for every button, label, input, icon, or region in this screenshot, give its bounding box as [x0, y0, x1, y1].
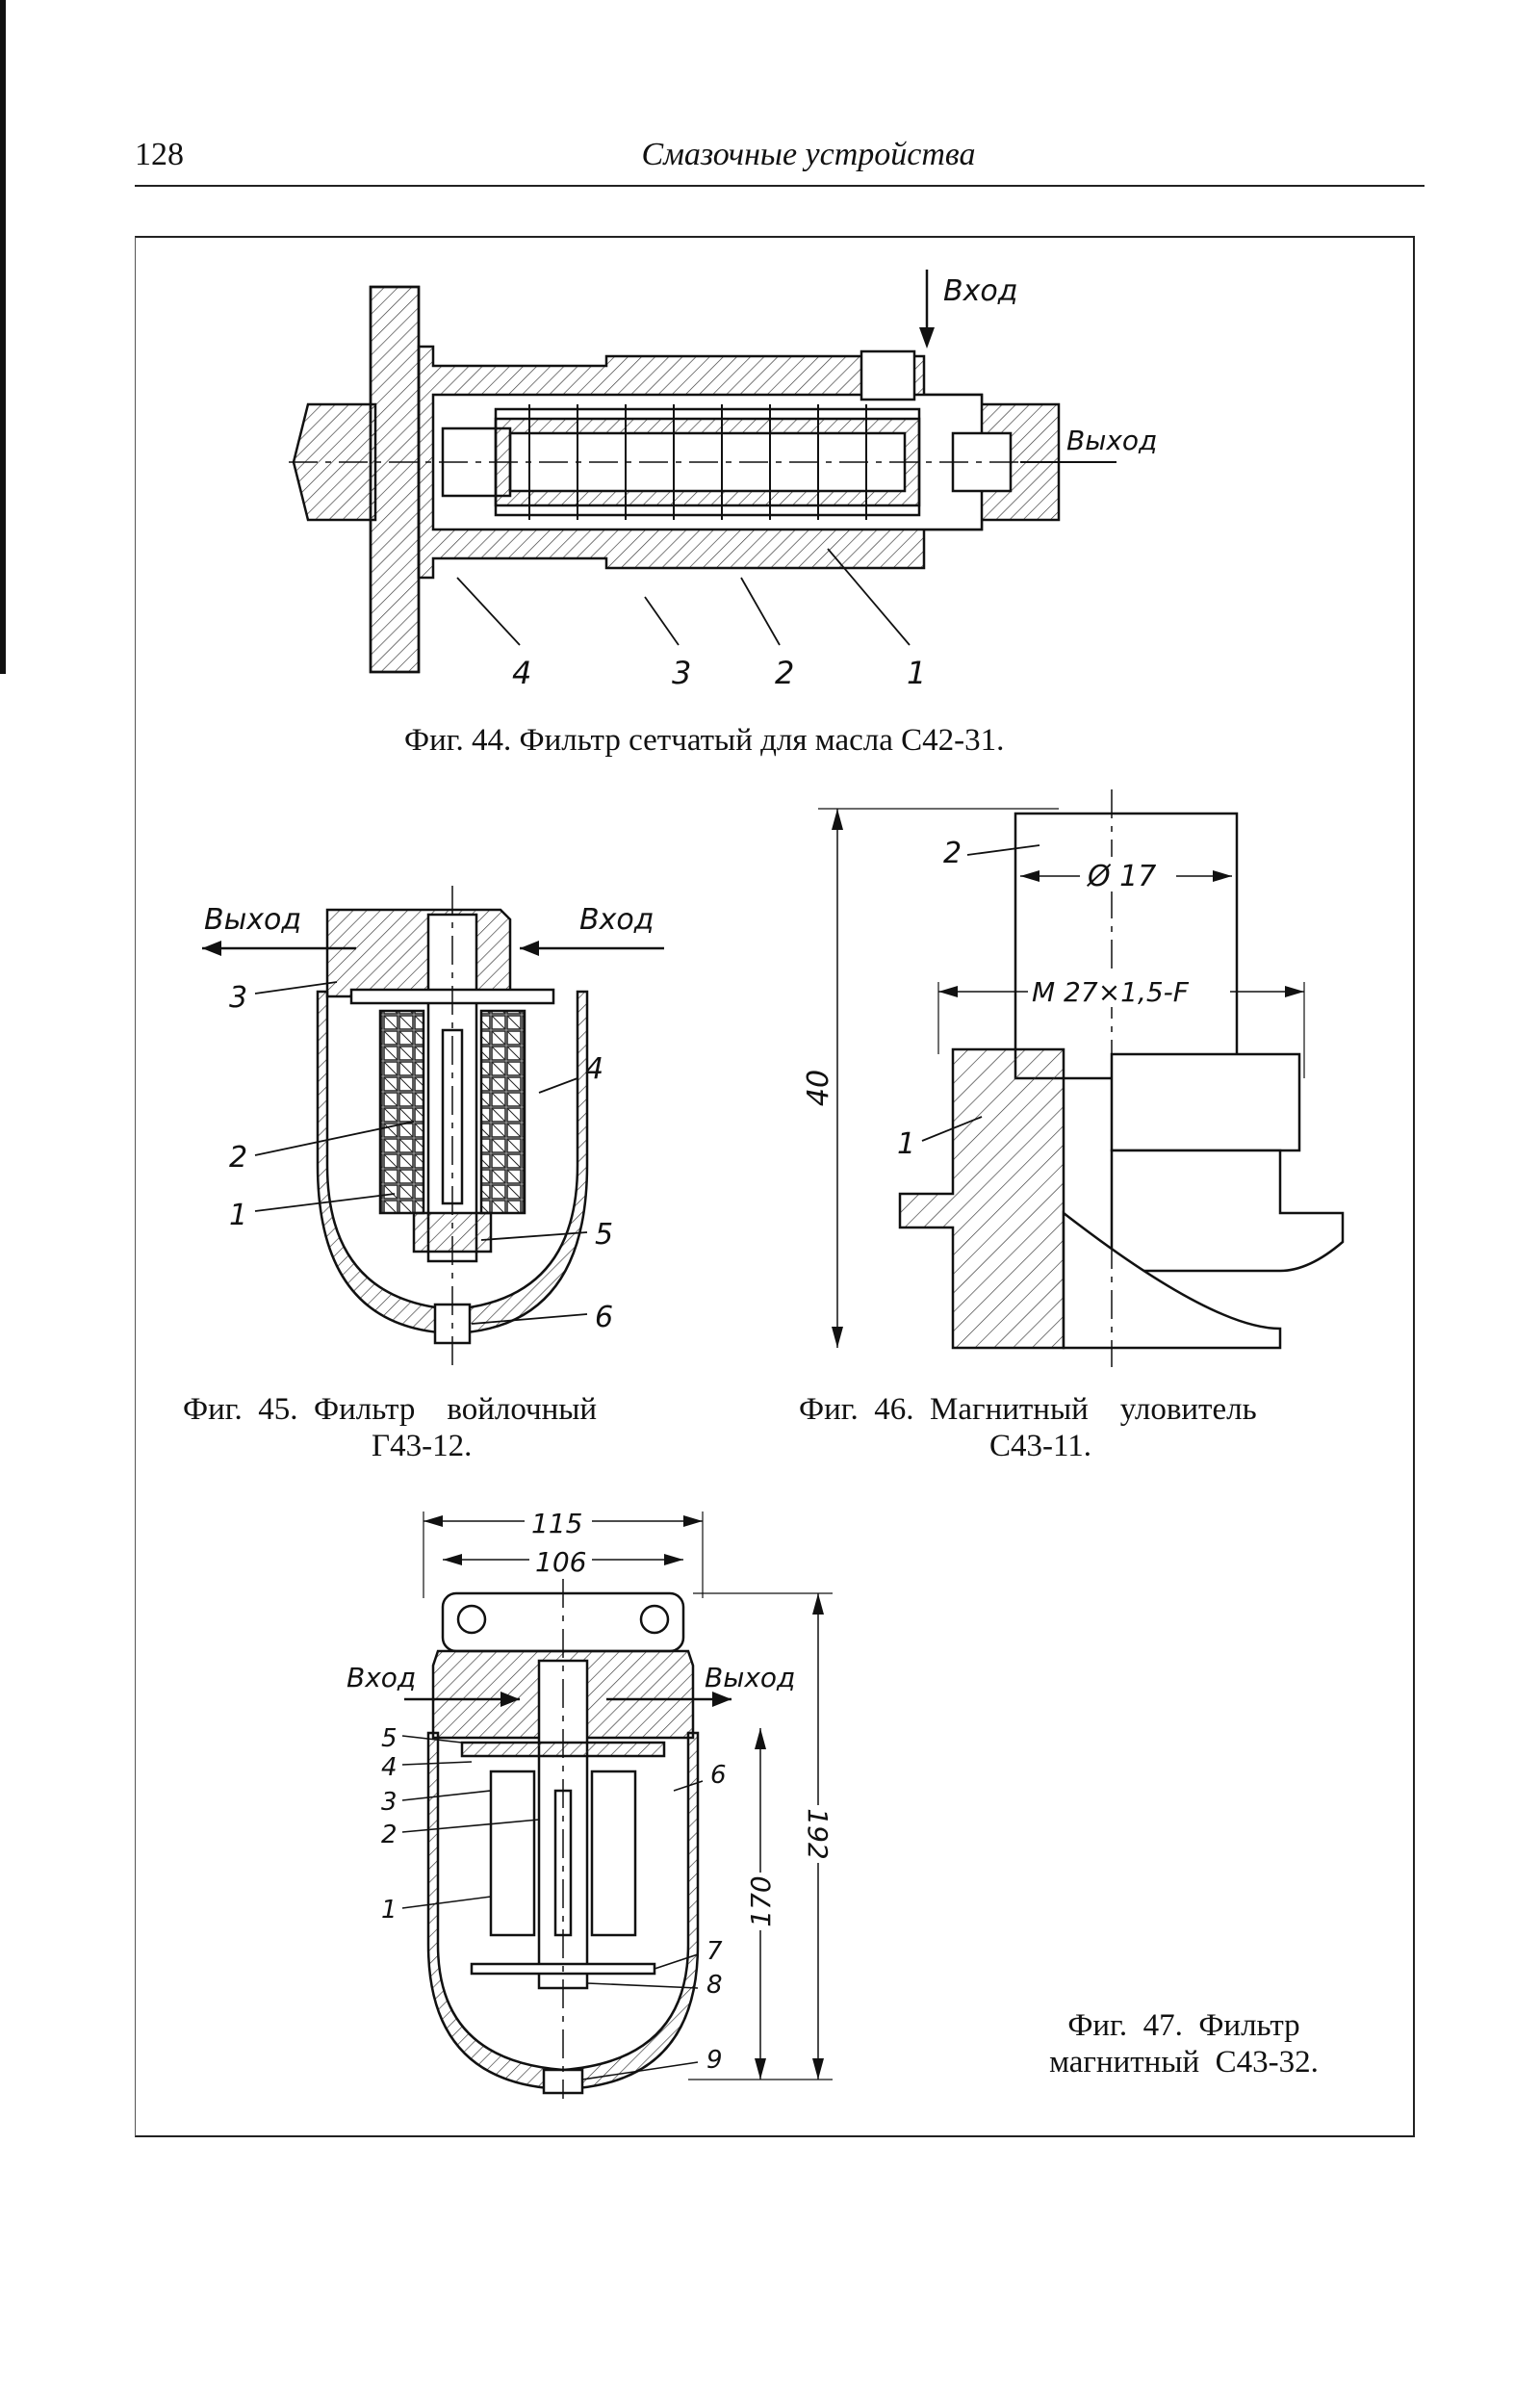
fig47-part-5: 5	[381, 1724, 398, 1753]
fig45-part-4: 4	[585, 1052, 603, 1086]
fig44-part-3: 3	[672, 655, 691, 691]
fig45-caption-line2: Г43-12.	[372, 1429, 473, 1463]
fig46-dim-height: 40	[802, 1070, 835, 1106]
fig47-part-7: 7	[706, 1937, 723, 1966]
fig47-part-4: 4	[381, 1753, 398, 1782]
fig47-part-9: 9	[706, 2046, 723, 2075]
fig46-caption-line2: С43-11.	[989, 1429, 1092, 1463]
fig44-part-2: 2	[775, 655, 794, 691]
fig45-part-1: 1	[229, 1199, 247, 1232]
fig47-dim-106: 106	[535, 1546, 586, 1578]
fig44-part-4: 4	[512, 655, 531, 691]
fig47-part-3: 3	[381, 1788, 398, 1817]
fig46-dim-thread: М 27×1,5-F	[1032, 976, 1190, 1008]
fig46-drawing: 40 Ø 17 М 27×1,5-F 2 1	[802, 789, 1345, 1367]
fig45-part-3: 3	[229, 981, 247, 1015]
fig46-caption-line1: Фиг. 46. Магнитный уловитель	[799, 1392, 1257, 1427]
scan-edge	[0, 0, 6, 674]
fig45-part-5: 5	[595, 1218, 613, 1252]
fig47-dim-192: 192	[802, 1808, 834, 1859]
page-number: 128	[135, 137, 184, 172]
fig47-dim-170: 170	[745, 1875, 777, 1926]
fig45-caption: Фиг. 45. Фильтр войлочный Г43-12.	[183, 1391, 703, 1464]
fig47-caption-line1: Фиг. 47. Фильтр	[1067, 2008, 1300, 2043]
fig47-caption-line2: магнитный С43-32.	[1049, 2045, 1319, 2080]
running-title: Смазочные устройства	[641, 137, 976, 172]
fig44-drawing: Вход Выход 4 3 2 1	[289, 270, 1157, 691]
fig45-drawing: Выход Вход 3 4 2 1 5 6	[202, 886, 664, 1367]
fig47-part-2: 2	[381, 1821, 398, 1849]
fig44-caption: Фиг. 44. Фильтр сетчатый для масла С42-3…	[404, 723, 1005, 758]
fig47-part-1: 1	[381, 1896, 398, 1925]
fig47-part-6: 6	[710, 1761, 727, 1790]
header-rule	[135, 185, 1424, 187]
fig45-part-2: 2	[229, 1141, 247, 1175]
fig45-inlet-label: Вход	[579, 903, 654, 937]
fig44-inlet-label: Вход	[943, 274, 1017, 308]
fig46-part-1: 1	[897, 1127, 915, 1161]
fig46-part-2: 2	[943, 837, 962, 870]
fig44-part-1: 1	[907, 655, 926, 691]
fig46-caption: Фиг. 46. Магнитный уловитель С43-11.	[799, 1391, 1376, 1464]
fig46-dim-diameter: Ø 17	[1086, 860, 1156, 893]
figures-frame	[135, 236, 1415, 2137]
fig47-caption: Фиг. 47. Фильтр магнитный С43-32.	[1001, 2007, 1367, 2080]
fig45-outlet-label: Выход	[204, 903, 301, 937]
fig47-part-8: 8	[706, 1971, 723, 2000]
fig44-outlet-label: Выход	[1066, 425, 1157, 456]
fig47-inlet-label: Вход	[346, 1662, 416, 1693]
fig47-drawing: 115 106 Вход Выход 192	[346, 1506, 834, 2099]
fig47-dim-115: 115	[531, 1508, 582, 1539]
fig45-caption-line1: Фиг. 45. Фильтр войлочный	[183, 1392, 598, 1427]
fig47-outlet-label: Выход	[705, 1662, 795, 1693]
fig45-part-6: 6	[595, 1301, 613, 1334]
